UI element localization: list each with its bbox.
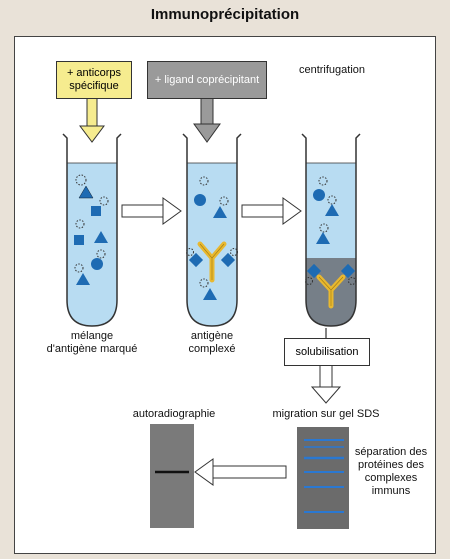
arrow-ligand-down <box>193 96 221 143</box>
migration-label: migration sur gel SDS <box>272 408 380 420</box>
autoradiograph-film <box>150 424 194 528</box>
arrow-1-to-2 <box>121 197 182 225</box>
tube-3 <box>301 133 361 327</box>
figure-title: Immunoprécipitation <box>150 6 300 23</box>
arrow-solubilisation-down <box>310 363 342 404</box>
arrow-gel-to-autorad <box>194 458 287 486</box>
ligand-box: + ligand coprécipitant <box>147 61 267 99</box>
arrow-antibody-down <box>79 96 105 143</box>
separation-label: séparation des protéines des complexes i… <box>354 446 428 497</box>
autoradiography-label: autoradiographie <box>132 408 216 420</box>
antibody-box: + anticorps spécifique <box>56 61 132 99</box>
arrow-2-to-3 <box>241 197 302 225</box>
tube1-label: mélange d'antigène marqué <box>46 330 138 355</box>
tube-1 <box>62 133 122 327</box>
tube2-label: antigène complexé <box>188 330 236 355</box>
centrifugation-label: centrifugation <box>298 64 366 76</box>
tube-2 <box>182 133 242 327</box>
solubilisation-box: solubilisation <box>284 338 370 366</box>
sds-gel <box>297 427 349 529</box>
